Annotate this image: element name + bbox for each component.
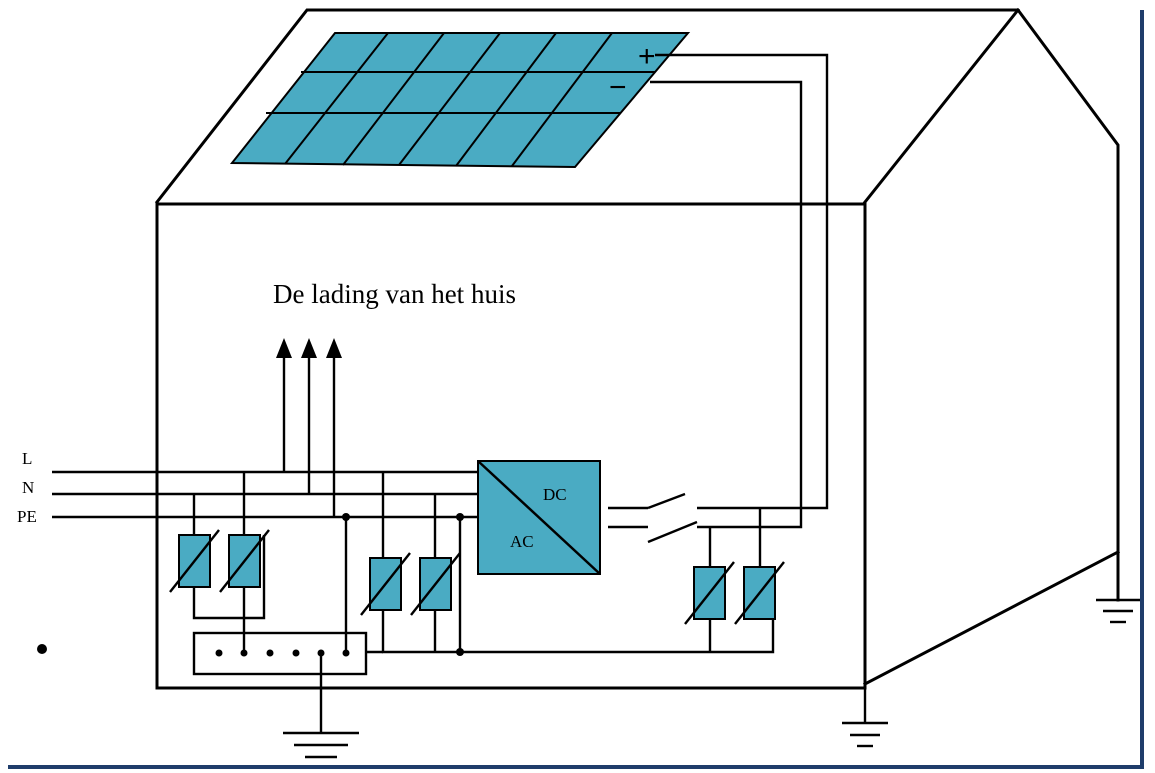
- ground-icon: [1096, 598, 1140, 624]
- arrow-up-icon: [276, 338, 292, 358]
- right-spd-wiring: [708, 508, 775, 654]
- varistor-icon: [734, 561, 785, 625]
- ground-icon: [842, 688, 888, 748]
- pv-plus-sign: +: [638, 40, 656, 73]
- house-outline: [154, 7, 1121, 690]
- arrow-up-icon: [326, 338, 342, 358]
- varistor-icon: [219, 529, 270, 593]
- pe-node: [456, 648, 464, 656]
- ac-conductors: [52, 470, 478, 519]
- varistor-icon: [684, 561, 735, 625]
- marker-dot: [37, 644, 47, 654]
- dc-cables: [650, 53, 829, 529]
- line-l-label: L: [22, 449, 32, 468]
- inverter-icon: [477, 460, 601, 575]
- pv-minus-sign: −: [609, 71, 627, 104]
- inverter-ac-label: AC: [510, 532, 534, 551]
- arrow-up-icon: [301, 338, 317, 358]
- solar-panel-icon: [229, 32, 691, 169]
- varistor-icon: [410, 552, 461, 616]
- pe-node: [342, 513, 350, 521]
- switch-icon: [608, 492, 698, 544]
- earthing-bar: [192, 631, 368, 733]
- left-spd-wiring: [192, 472, 348, 652]
- load-arrows: [276, 338, 342, 517]
- frame-border: [8, 10, 1144, 769]
- ground-icon: [283, 731, 359, 759]
- varistor-icon: [360, 552, 411, 616]
- varistor-icon: [169, 529, 220, 593]
- line-pe-label: PE: [17, 507, 37, 526]
- load-title: De lading van het huis: [273, 279, 516, 309]
- line-n-label: N: [22, 478, 34, 497]
- inverter-dc-label: DC: [543, 485, 567, 504]
- middle-spd-wiring: [366, 472, 710, 654]
